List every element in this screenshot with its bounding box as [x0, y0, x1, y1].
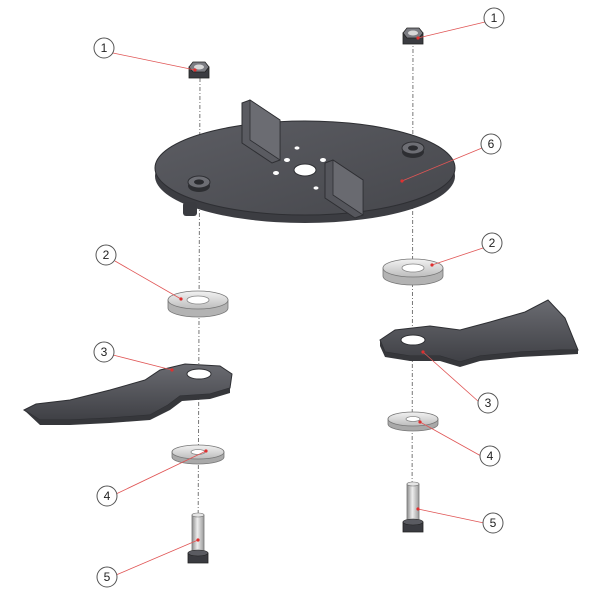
callout-2-right: 2: [481, 232, 503, 254]
bolt-right: [402, 481, 424, 533]
callout-3-left-label: 3: [101, 345, 108, 359]
leader-lines: [112, 21, 486, 576]
callout-5-left: 5: [96, 566, 118, 588]
mounting-plate: [154, 99, 456, 223]
callout-4-left-label: 4: [104, 489, 111, 503]
callout-2-left-label: 2: [103, 248, 110, 262]
callout-4-right: 4: [479, 445, 501, 467]
spacer-washer-left: [167, 290, 229, 318]
lock-nut-left: [188, 61, 210, 79]
callout-5-right: 5: [482, 512, 504, 534]
callout-1-right-label: 1: [491, 11, 498, 25]
callout-4-right-label: 4: [487, 449, 494, 463]
callout-5-right-label: 5: [490, 516, 497, 530]
callout-5-left-label: 5: [104, 570, 111, 584]
lock-nut-right: [402, 27, 424, 45]
callout-4-left: 4: [96, 485, 118, 507]
callout-1-left-label: 1: [101, 41, 108, 55]
blade-right: [379, 299, 579, 367]
callout-1-left: 1: [93, 37, 115, 59]
leader-anchor-dots: [170, 36, 434, 542]
left-assembly-axis: [197, 77, 201, 559]
flat-washer-right: [387, 411, 439, 432]
callout-2-right-label: 2: [489, 236, 496, 250]
spacer-washer-right: [382, 258, 444, 286]
blade-left: [22, 363, 233, 425]
callout-1-right: 1: [483, 7, 505, 29]
callout-6-label: 6: [488, 137, 495, 151]
callout-3-left: 3: [93, 341, 115, 363]
callout-6: 6: [480, 133, 502, 155]
callout-2-left: 2: [95, 244, 117, 266]
callout-3-right: 3: [477, 392, 499, 414]
right-assembly-axis: [411, 39, 414, 533]
callout-3-right-label: 3: [485, 396, 492, 410]
bolt-left: [187, 512, 209, 564]
